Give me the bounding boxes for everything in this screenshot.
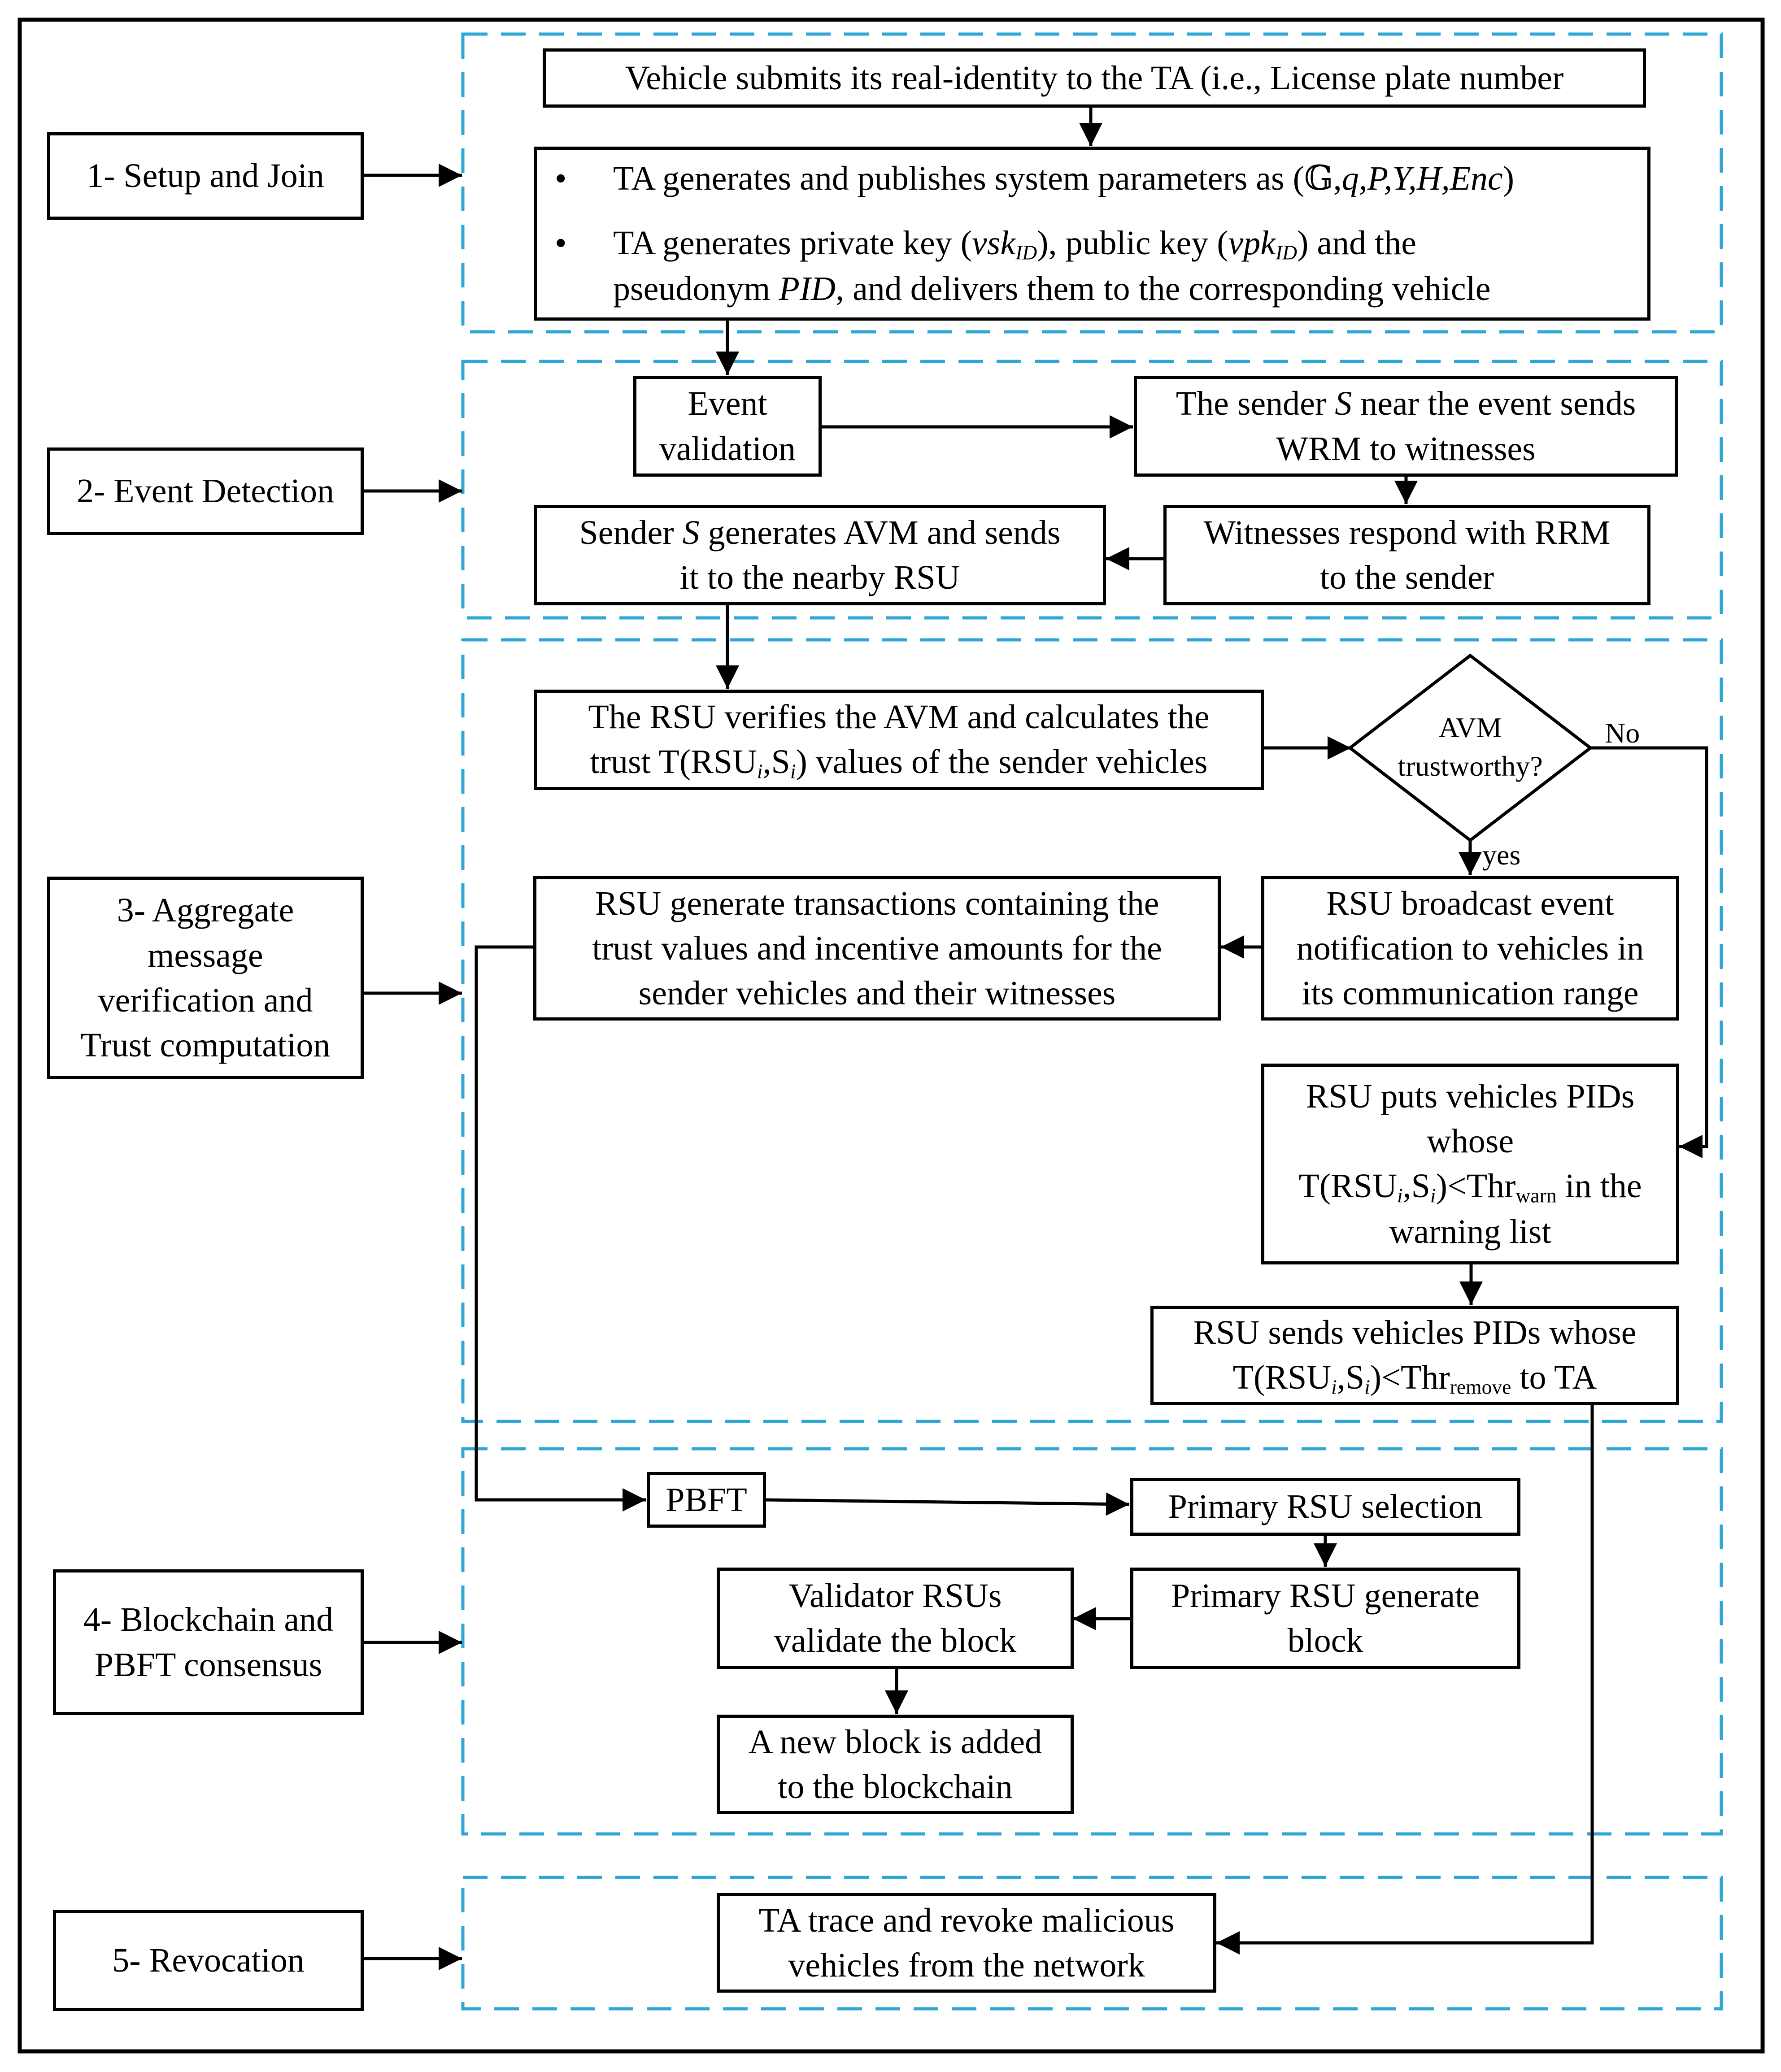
phase-4-label: 4- Blockchain and PBFT consensus	[53, 1569, 364, 1715]
event-validation-box: Event validation	[633, 376, 822, 477]
warning-list-box: RSU puts vehicles PIDs whose T(RSUi,Si)<…	[1261, 1064, 1679, 1264]
outer-frame	[17, 17, 1765, 2054]
bullet-publish-params: • TA generates and publishes system para…	[555, 159, 1515, 197]
phase-2-label: 2- Event Detection	[47, 447, 364, 535]
validator-box: Validator RSUs validate the block	[717, 1568, 1074, 1669]
primary-generate-box: Primary RSU generate block	[1130, 1568, 1520, 1669]
region-aggregate	[461, 638, 1723, 1423]
bullet-generate-keys: • TA generates private key (vskID), publ…	[555, 224, 1491, 308]
revoke-box: TA trace and revoke malicious vehicles f…	[717, 1893, 1216, 1993]
region-revocation	[461, 1876, 1723, 2011]
verify-avm-box: The RSU verifies the AVM and calculates …	[534, 690, 1264, 790]
phase-1-label: 1- Setup and Join	[47, 132, 364, 220]
submit-identity-box: Vehicle submits its real-identity to the…	[543, 48, 1646, 108]
yes-label: yes	[1482, 839, 1521, 871]
no-label: No	[1605, 717, 1640, 749]
avm-box: Sender S generates AVM and sends it to t…	[534, 505, 1106, 605]
broadcast-box: RSU broadcast event notification to vehi…	[1261, 876, 1679, 1021]
params-box: • TA generates and publishes system para…	[534, 147, 1650, 321]
wrm-box: The sender S near the event sends WRM to…	[1134, 376, 1678, 477]
arrow-remove-to-revoke	[1216, 1403, 1594, 1955]
phase-3-label: 3- Aggregate message verification and Tr…	[47, 877, 364, 1079]
remove-list-box: RSU sends vehicles PIDs whose T(RSUi,Si)…	[1150, 1306, 1679, 1405]
transactions-box: RSU generate transactions containing the…	[533, 876, 1221, 1021]
decision-label: AVM trustworthy?	[1398, 712, 1543, 782]
pbft-box: PBFT	[647, 1472, 766, 1528]
phase-5-label: 5- Revocation	[53, 1910, 364, 2011]
arrow-tx-to-pbft	[475, 945, 646, 1512]
region-event	[461, 360, 1723, 620]
arrow-decision-no	[1590, 746, 1708, 1158]
arrow-pbft-to-primary	[765, 1492, 1130, 1516]
region-blockchain	[461, 1447, 1723, 1836]
block-added-box: A new block is added to the blockchain	[717, 1715, 1074, 1814]
region-setup	[461, 32, 1723, 334]
primary-selection-box: Primary RSU selection	[1130, 1478, 1520, 1536]
rrm-box: Witnesses respond with RRM to the sender	[1163, 505, 1650, 605]
